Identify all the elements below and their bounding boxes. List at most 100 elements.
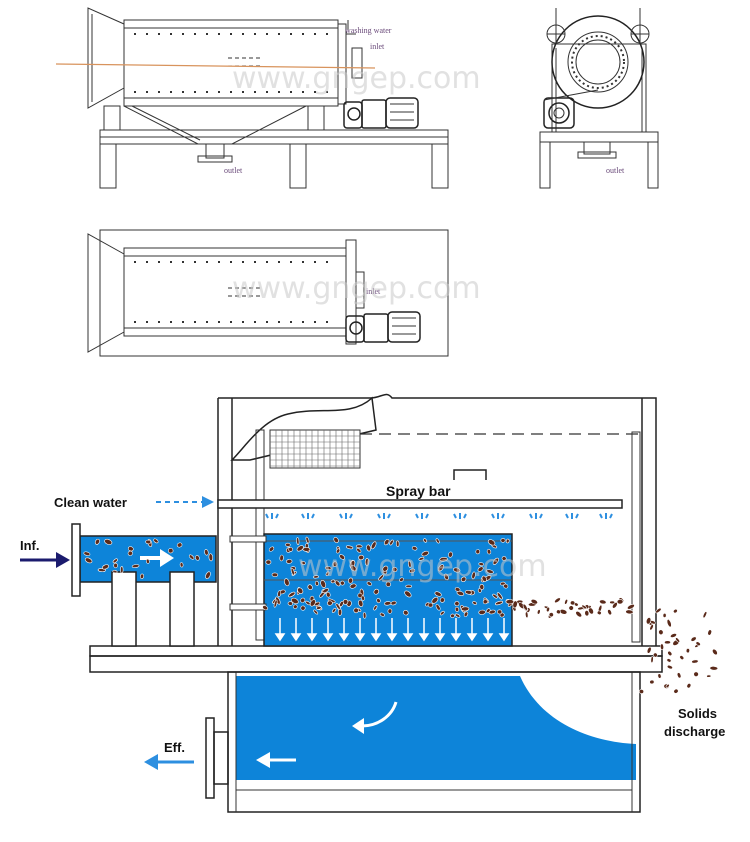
solid-particle (477, 566, 484, 572)
solid-particle (332, 561, 338, 567)
solid-particle (530, 599, 538, 605)
end-view-outlet-label: outlet (606, 166, 625, 175)
solid-particle (378, 574, 384, 581)
solid-particle (127, 546, 134, 552)
plan-inlet-label: inlet (366, 287, 381, 296)
solid-particle (500, 581, 506, 586)
solid-particle (286, 559, 293, 564)
solid-particle (453, 567, 461, 573)
solid-particle (650, 656, 654, 664)
solid-particle (273, 599, 278, 608)
solid-particle (448, 551, 453, 558)
solid-particle (285, 542, 291, 547)
inf-label: Inf. (20, 538, 40, 553)
solid-particle (337, 608, 343, 616)
solid-particle (646, 646, 652, 654)
solid-particle (362, 612, 367, 619)
solid-particle (265, 559, 272, 565)
solid-particle (382, 565, 389, 572)
inlet-channel (71, 523, 217, 647)
solid-particle (435, 538, 440, 544)
solid-particle (379, 612, 385, 617)
solid-particle (268, 546, 275, 552)
solid-particle (387, 608, 393, 614)
solid-particle (522, 603, 528, 611)
solid-particle (486, 549, 492, 555)
solid-particle (340, 580, 345, 586)
solid-particle (366, 581, 372, 586)
eff-label: Eff. (164, 740, 185, 755)
solid-particle (478, 609, 486, 615)
solid-particle (675, 637, 680, 643)
solid-particle (322, 588, 329, 594)
solid-particle (500, 538, 506, 543)
solid-particle (139, 573, 145, 579)
solid-particle (437, 564, 445, 572)
solid-particle (327, 600, 333, 606)
solid-particle (101, 564, 110, 570)
solid-particle (554, 597, 561, 604)
solid-particle (399, 577, 404, 582)
solid-particle (373, 588, 380, 595)
solid-particle (660, 643, 664, 651)
solid-particle (112, 558, 118, 564)
solid-particle (120, 566, 124, 574)
solid-particle (564, 599, 568, 605)
solid-particle (709, 666, 719, 671)
solid-particle (695, 641, 701, 646)
solid-particle (464, 590, 473, 595)
solid-particle (496, 592, 503, 600)
solid-particle (313, 609, 319, 615)
solid-particle (475, 549, 481, 555)
solid-particle (113, 562, 118, 569)
solid-particle (127, 550, 133, 556)
solid-particle (314, 580, 319, 586)
solid-particle (584, 610, 590, 617)
solid-particle (331, 607, 337, 613)
solid-particle (324, 566, 332, 571)
solid-particle (385, 581, 391, 587)
solid-particle (358, 599, 364, 608)
solid-particle (454, 606, 460, 612)
solid-particle (392, 566, 398, 573)
solid-particle (330, 579, 336, 584)
solid-particle (479, 584, 485, 590)
solid-particle (290, 568, 295, 576)
solid-particle (288, 591, 296, 598)
solid-particle (290, 597, 299, 604)
solid-particle (472, 601, 477, 605)
solid-particle (456, 590, 465, 596)
solid-particle (662, 613, 667, 618)
solid-particle (693, 671, 699, 677)
solid-particle (649, 624, 654, 631)
solid-particle (537, 609, 541, 615)
solid-particle (454, 587, 461, 592)
solid-particle (353, 607, 359, 614)
solid-particle (450, 613, 455, 618)
solid-particle (494, 600, 504, 606)
solid-particle (94, 538, 100, 545)
discharge-label: discharge (664, 724, 725, 739)
solid-particle (112, 569, 118, 574)
solid-particle (104, 538, 113, 545)
solid-particle (188, 554, 195, 560)
solid-particle (262, 605, 268, 611)
solid-particle (556, 609, 561, 615)
solid-particle (153, 538, 159, 544)
mesh-screen (269, 429, 361, 469)
solid-particle (627, 604, 635, 610)
solid-particle (667, 650, 673, 656)
solid-particle (373, 605, 378, 611)
solid-particle (179, 562, 184, 568)
solid-particle (673, 608, 678, 614)
solid-particle (342, 599, 349, 605)
solid-particle (599, 599, 607, 605)
solid-particle (706, 674, 712, 678)
gear-motor-icon (343, 97, 419, 129)
axis-line (55, 63, 376, 69)
solid-particle (421, 550, 429, 557)
solid-particle (309, 599, 316, 607)
solid-particle (685, 648, 690, 654)
inlet-label: inlet (370, 42, 385, 51)
